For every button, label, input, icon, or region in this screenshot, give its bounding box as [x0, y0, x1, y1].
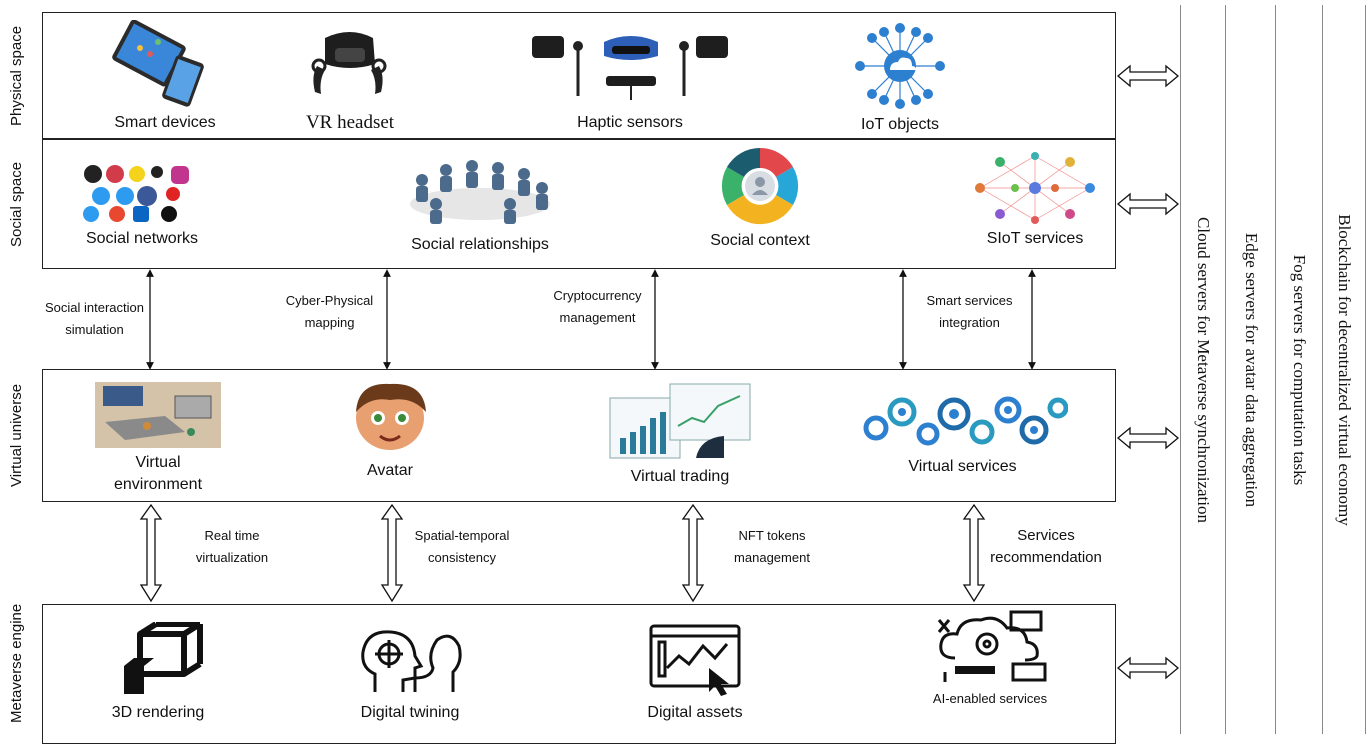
virtual-trading-label: Virtual trading	[630, 468, 730, 485]
avatar-item: Avatar	[320, 376, 460, 482]
haptic-sensors-label: Haptic sensors	[577, 114, 683, 131]
digital-twining-item: Digital twining	[340, 628, 480, 724]
virtual-trading-icon	[609, 383, 751, 459]
blockchain-label: Blockchain for decentralized virtual eco…	[1335, 213, 1354, 526]
haptic-sensors-item: Haptic sensors	[515, 20, 745, 134]
3d-rendering-item: 3D rendering	[88, 622, 228, 724]
hollow-arrow-nft-tokens	[681, 503, 705, 603]
virtual-services-label: Virtual services	[908, 458, 1017, 475]
iot-objects-item: IoT objects	[830, 22, 970, 136]
edge-servers-column: Edge servers for avatar data aggregation	[1225, 5, 1275, 734]
iot-objects-label: IoT objects	[861, 116, 939, 133]
infra-arrow-physical	[1116, 64, 1180, 88]
social-relationships-label: Social relationships	[411, 236, 549, 253]
siot-network-icon	[975, 152, 1095, 224]
haptic-sensors-icon	[532, 36, 728, 100]
edge-servers-label: Edge servers for avatar data aggregation	[1241, 232, 1261, 507]
3d-rendering-label: 3D rendering	[111, 704, 205, 721]
ai-enabled-services-label: AI-enabled services	[932, 691, 1048, 706]
ai-services-cloud-icon	[937, 610, 1047, 682]
digital-assets-item: Digital assets	[625, 622, 765, 724]
social-networks-label: Social networks	[85, 230, 199, 247]
social-space-band	[42, 139, 1116, 269]
avatar-label: Avatar	[367, 462, 413, 479]
digital-assets-screen-icon	[649, 624, 741, 696]
infra-arrow-engine	[1116, 656, 1180, 680]
social-context-icon	[721, 147, 799, 225]
virtual-trading-item: Virtual trading	[595, 378, 765, 488]
smart-devices-label: Smart devices	[114, 114, 216, 131]
cube-icon	[124, 622, 203, 694]
blockchain-column: Blockchain for decentralized virtual eco…	[1322, 5, 1366, 734]
digital-twin-heads-icon	[361, 630, 462, 692]
digital-twining-label: Digital twining	[360, 704, 460, 721]
vr-headset-label: VR headset	[305, 112, 395, 133]
fog-servers-label: Fog servers for computation tasks	[1290, 254, 1309, 485]
social-context-item: Social context	[690, 146, 830, 252]
fog-servers-column: Fog servers for computation tasks	[1275, 5, 1322, 734]
social-relationships-item: Social relationships	[395, 152, 565, 256]
virtual-environment-icon	[95, 382, 221, 448]
siot-services-label: SIoT services	[986, 230, 1084, 247]
siot-services-item: SIoT services	[965, 152, 1105, 250]
avatar-icon	[356, 383, 426, 450]
cloud-servers-column: Cloud servers for Metaverse synchronizat…	[1180, 5, 1225, 734]
digital-assets-label: Digital assets	[647, 704, 743, 721]
infra-arrow-virtual	[1116, 426, 1180, 450]
infra-arrow-social	[1116, 192, 1180, 216]
cloud-servers-label: Cloud servers for Metaverse synchronizat…	[1194, 216, 1213, 523]
virtual-environment-item: Virtual environment	[88, 382, 228, 496]
smart-devices-icon	[112, 20, 204, 107]
social-context-label: Social context	[710, 232, 810, 249]
hollow-arrow-spatial-temporal	[380, 503, 404, 603]
social-networks-icon	[83, 165, 189, 222]
hollow-arrow-services-recommendation	[962, 503, 986, 603]
virtual-services-gears-icon	[863, 396, 1068, 446]
hollow-arrow-real-time	[139, 503, 163, 603]
iot-cloud-icon	[855, 23, 945, 109]
ai-enabled-services-item: AI-enabled services	[915, 610, 1065, 710]
social-group-icon	[410, 160, 550, 224]
metaverse-engine-label: Metaverse engine	[8, 603, 25, 723]
virtual-environment-label-2: environment	[113, 476, 203, 493]
virtual-services-item: Virtual services	[855, 388, 1070, 478]
vr-headset-item: VR headset	[285, 20, 415, 134]
virtual-environment-label-1: Virtual	[135, 454, 181, 471]
smart-devices-item: Smart devices	[100, 20, 230, 134]
social-networks-item: Social networks	[72, 162, 212, 250]
vr-headset-icon	[311, 32, 387, 94]
